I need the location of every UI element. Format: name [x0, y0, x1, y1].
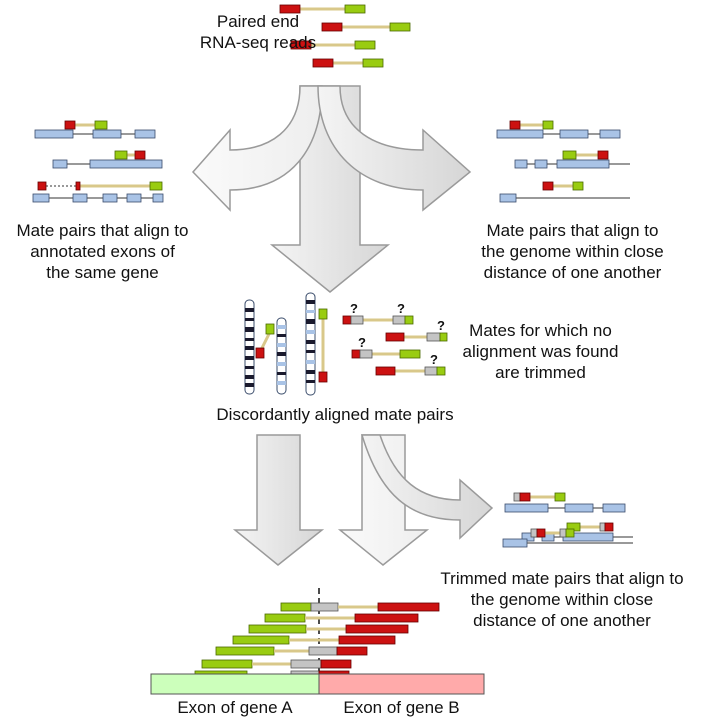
read-pair [342, 315, 414, 325]
chromosomes-group [244, 292, 328, 396]
split-arrow-bottom [232, 434, 494, 566]
fusion-read [215, 646, 368, 656]
label-same-gene: Mate pairs that align to annotated exons… [16, 221, 189, 282]
label-close-distance: Mate pairs that align to the genome with… [481, 221, 664, 282]
question-mark: ? [350, 301, 358, 316]
exon-gene-b-bar [318, 673, 485, 695]
label-exon-b: Exon of gene B [343, 698, 460, 717]
arrow-down-right [337, 434, 430, 566]
paired-reads-group [279, 4, 411, 68]
label-discordant: Discordantly aligned mate pairs [216, 405, 454, 424]
read-pair [312, 58, 384, 68]
arrow-right-branch [317, 85, 472, 212]
read-pair [375, 366, 446, 376]
read-pair [279, 4, 366, 14]
label-paired-reads: Paired end RNA-seq reads [199, 12, 317, 52]
chromosome-3 [305, 292, 316, 396]
arrow-down-left [232, 434, 325, 566]
fusion-read [201, 659, 352, 669]
arrow-left-branch [191, 85, 323, 212]
question-mark: ? [437, 318, 445, 333]
fusion-read [232, 635, 396, 645]
read-pair [290, 40, 376, 50]
question-mark: ? [397, 301, 405, 316]
trimmed-mates-group: ? ? ? ? ? [342, 301, 448, 376]
chromosome-1 [244, 299, 255, 395]
arrow-right-curve [360, 434, 494, 540]
fusion-read [248, 624, 409, 634]
read-pair [385, 332, 448, 342]
read-pair [351, 349, 421, 359]
trimmed-close-alignments [502, 492, 633, 548]
label-exon-a: Exon of gene A [177, 698, 293, 717]
question-mark: ? [430, 352, 438, 367]
fusion-read [264, 613, 419, 623]
fusion-reads-group [194, 588, 440, 680]
fusion-read [280, 602, 440, 612]
same-gene-alignments [32, 120, 164, 203]
exon-gene-a-bar [150, 673, 320, 695]
split-arrow-top [191, 85, 472, 293]
label-trimmed-note: Mates for which no alignment was found a… [462, 321, 619, 382]
question-mark: ? [358, 335, 366, 350]
read-pair [321, 22, 411, 32]
chromosome-2 [276, 317, 287, 395]
label-trimmed-close: Trimmed mate pairs that align to the gen… [440, 569, 684, 630]
close-distance-alignments [496, 120, 630, 203]
